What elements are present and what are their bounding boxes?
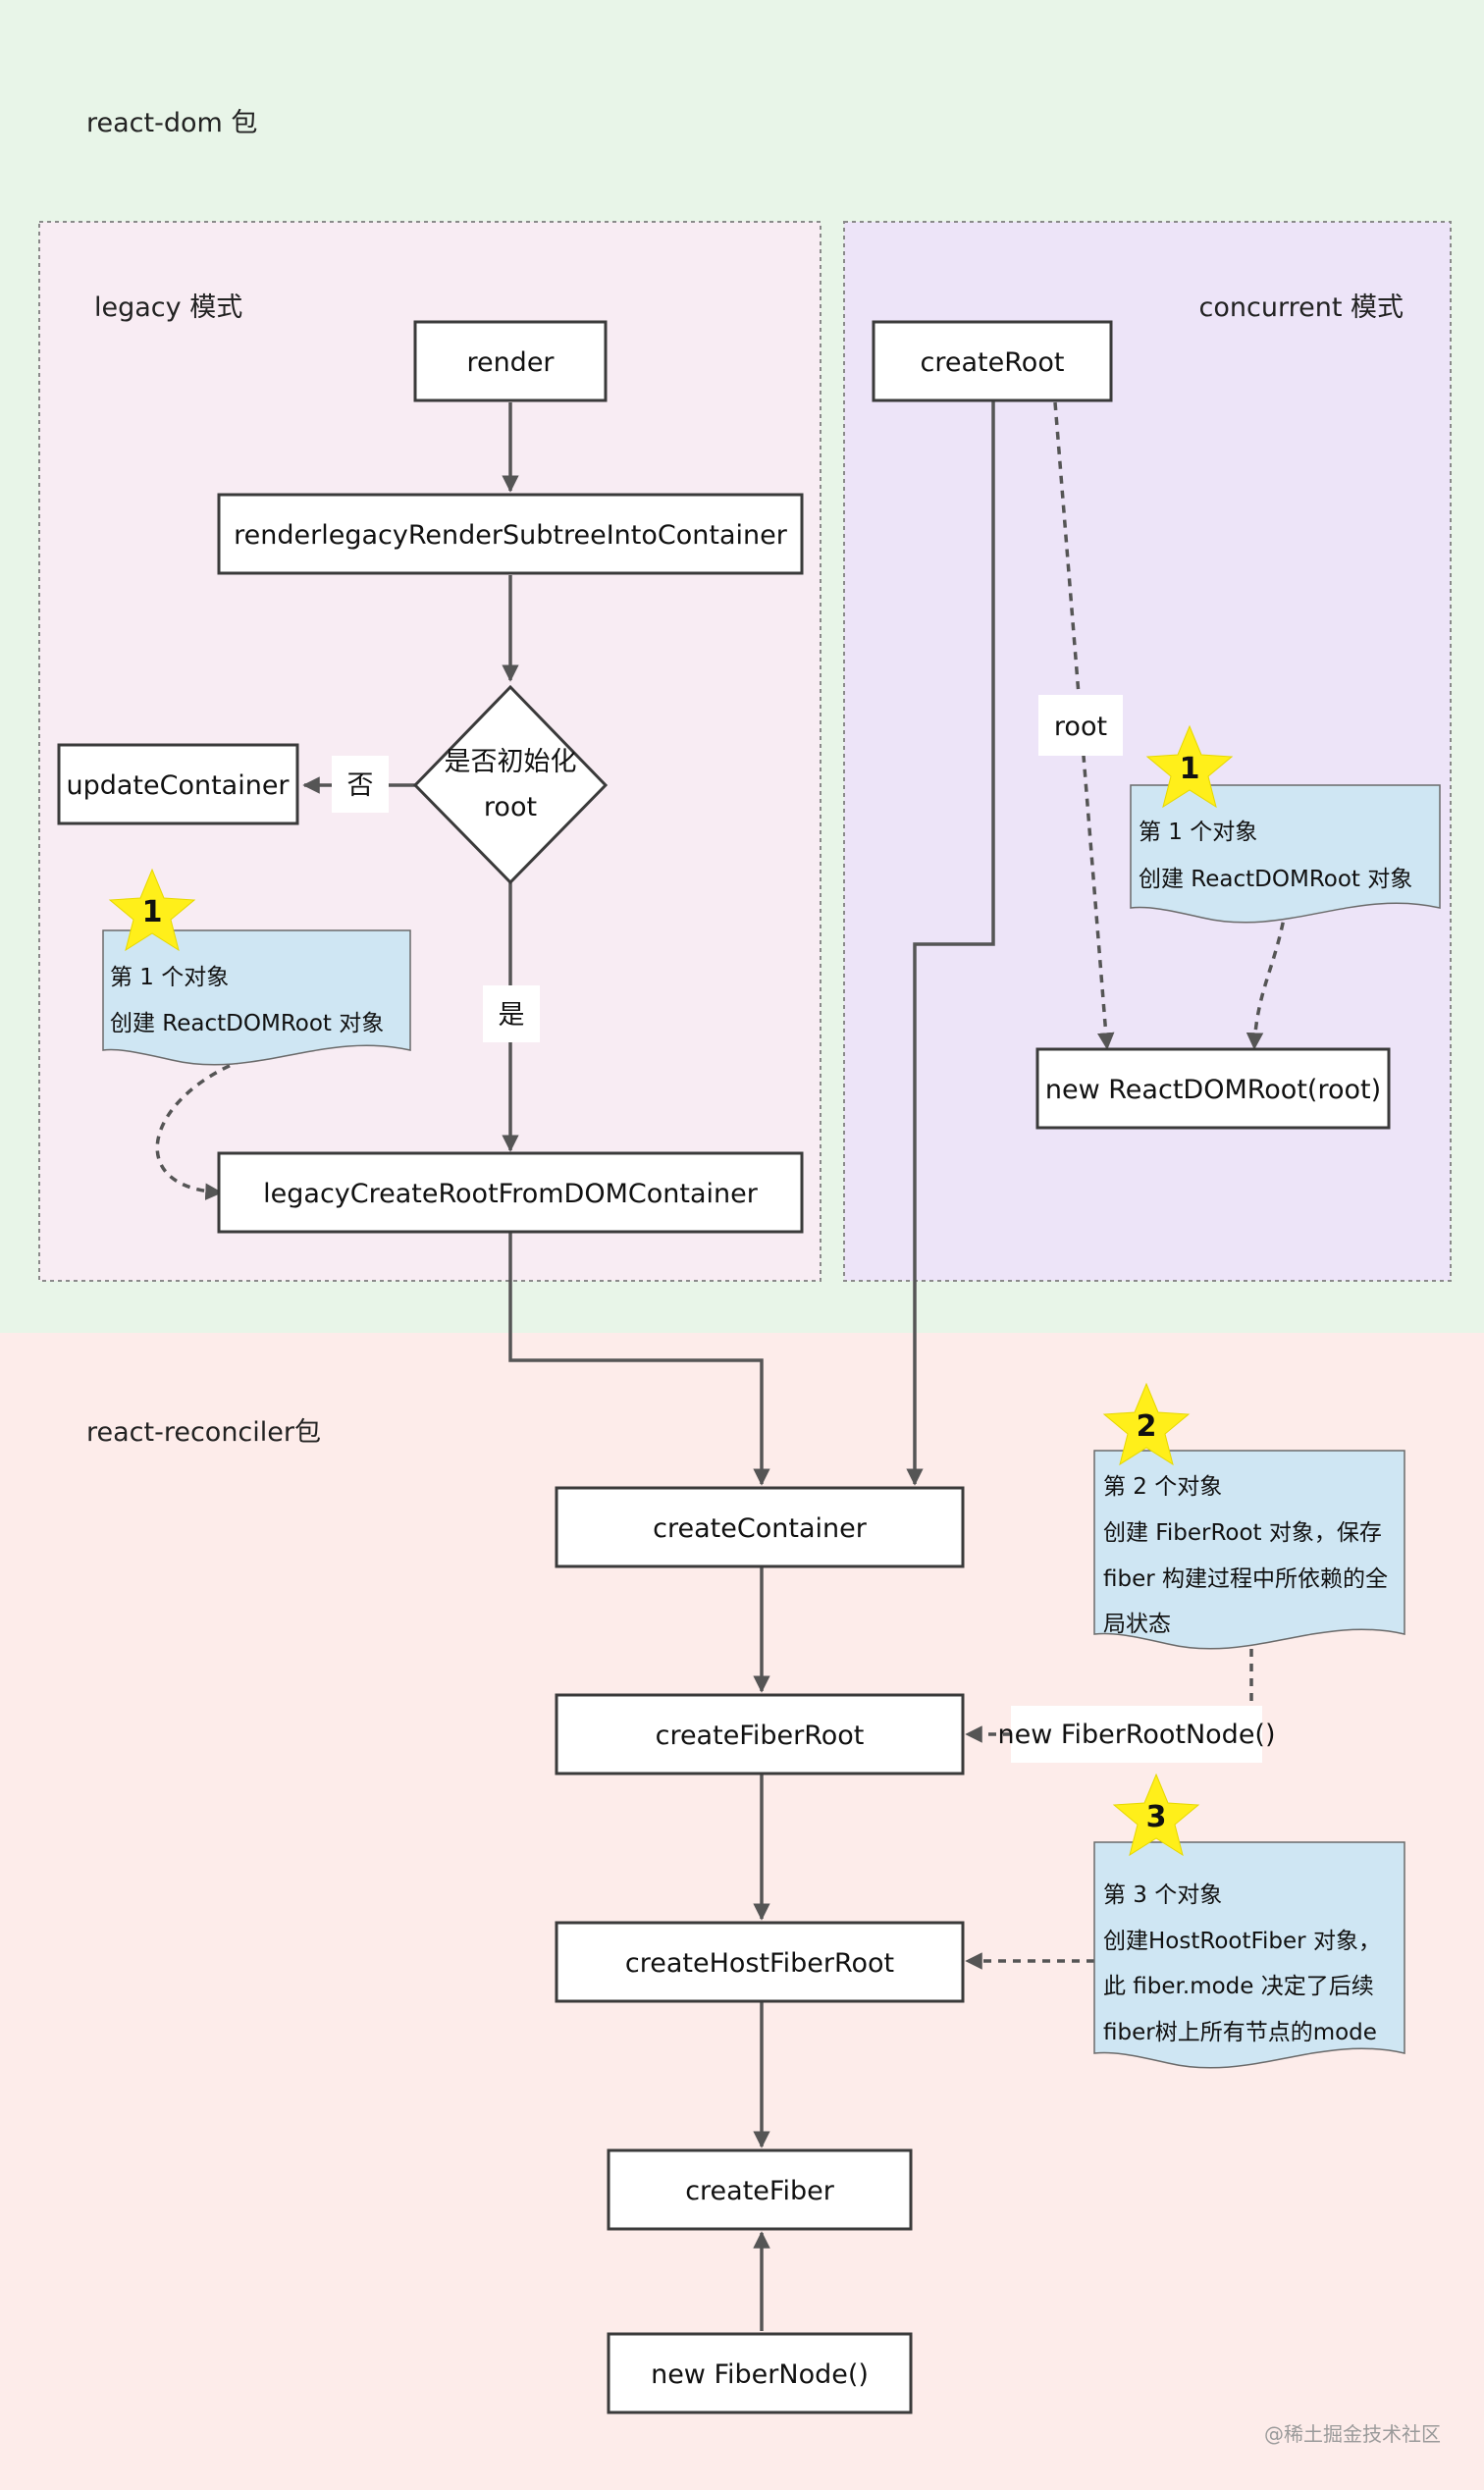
svg-text:创建 ReactDOMRoot 对象: 创建 ReactDOMRoot 对象 — [1139, 867, 1412, 892]
svg-text:renderlegacyRenderSubtreeIntoC: renderlegacyRenderSubtreeIntoContainer — [234, 520, 788, 551]
concurrent-mode-label: concurrent 模式 — [1199, 292, 1404, 323]
svg-text:updateContainer: updateContainer — [66, 770, 290, 801]
legacy-mode-label: legacy 模式 — [94, 292, 242, 323]
edge-label-yes: 是 — [483, 985, 540, 1042]
svg-text:new ReactDOMRoot(root): new ReactDOMRoot(root) — [1045, 1075, 1381, 1105]
svg-text:createContainer: createContainer — [653, 1513, 868, 1544]
watermark: @稀土掘金技术社区 — [1264, 2422, 1441, 2446]
create-fiber-node: createFiber — [607, 2148, 913, 2231]
svg-text:否: 否 — [347, 770, 374, 801]
svg-text:创建 FiberRoot 对象，保存: 创建 FiberRoot 对象，保存 — [1103, 1520, 1382, 1546]
edge-label-no: 否 — [332, 756, 389, 813]
render-legacy-subtree-node: renderlegacyRenderSubtreeIntoContainer — [217, 493, 804, 575]
render-node: render — [413, 320, 608, 402]
svg-text:1: 1 — [142, 895, 163, 929]
edge-legacy-note-to-legacy-create-root — [155, 1053, 258, 1200]
svg-text:fiber树上所有节点的mode: fiber树上所有节点的mode — [1103, 2020, 1377, 2045]
svg-text:第 1 个对象: 第 1 个对象 — [1139, 820, 1257, 845]
is-root-initialized-decision: 是否初始化 root — [412, 684, 609, 885]
edge-concurrent-note-to-new-react-dom-root — [1246, 907, 1288, 1050]
create-fiber-root-node: createFiberRoot — [555, 1693, 965, 1775]
edge-label-root: root — [1038, 695, 1123, 756]
star-1-legacy-icon: 1 — [108, 868, 196, 952]
react-reconciler-section-label: react-reconciler包 — [86, 1417, 321, 1448]
svg-text:fiber 构建过程中所依赖的全: fiber 构建过程中所依赖的全 — [1103, 1566, 1388, 1592]
svg-text:createFiber: createFiber — [685, 2176, 835, 2206]
edge-legacy-create-root-to-create-container — [508, 1232, 770, 1486]
svg-text:局状态: 局状态 — [1103, 1612, 1171, 1637]
star-1-concurrent-icon: 1 — [1145, 724, 1234, 809]
svg-text:createHostFiberRoot: createHostFiberRoot — [625, 1948, 894, 1979]
svg-text:此 fiber.mode 决定了后续: 此 fiber.mode 决定了后续 — [1103, 1974, 1374, 1999]
concurrent-first-object-note: 第 1 个对象 创建 ReactDOMRoot 对象 — [1130, 784, 1441, 924]
svg-text:legacyCreateRootFromDOMContain: legacyCreateRootFromDOMContainer — [263, 1179, 759, 1209]
update-container-node: updateContainer — [57, 743, 299, 825]
svg-text:创建HostRootFiber 对象，: 创建HostRootFiber 对象， — [1103, 1929, 1381, 1954]
svg-text:1: 1 — [1180, 752, 1200, 786]
svg-text:new FiberNode(): new FiberNode() — [651, 2359, 869, 2390]
svg-text:3: 3 — [1146, 1800, 1167, 1834]
svg-text:createRoot: createRoot — [921, 347, 1065, 378]
third-object-note: 第 3 个对象 创建HostRootFiber 对象， 此 fiber.mode… — [1093, 1841, 1405, 2069]
star-2-icon: 2 — [1102, 1382, 1191, 1466]
react-dom-section-label: react-dom 包 — [86, 108, 257, 138]
create-host-fiber-root-node: createHostFiberRoot — [555, 1921, 965, 2003]
svg-text:root: root — [1054, 712, 1107, 742]
svg-text:createFiberRoot: createFiberRoot — [656, 1721, 865, 1751]
create-root-node: createRoot — [872, 320, 1113, 402]
svg-text:是: 是 — [499, 1000, 525, 1031]
star-3-icon: 3 — [1112, 1773, 1200, 1857]
new-fiber-node-node: new FiberNode() — [607, 2332, 913, 2414]
new-fiber-root-node-label: new FiberRootNode() — [997, 1706, 1276, 1763]
new-react-dom-root-node: new ReactDOMRoot(root) — [1035, 1047, 1391, 1130]
svg-text:new FiberRootNode(): new FiberRootNode() — [997, 1720, 1275, 1750]
legacy-first-object-note: 第 1 个对象 创建 ReactDOMRoot 对象 — [102, 929, 411, 1066]
second-object-note: 第 2 个对象 创建 FiberRoot 对象，保存 fiber 构建过程中所依… — [1093, 1450, 1405, 1650]
legacy-create-root-node: legacyCreateRootFromDOMContainer — [217, 1151, 804, 1234]
svg-text:root: root — [484, 792, 537, 822]
svg-text:2: 2 — [1137, 1409, 1157, 1444]
create-container-node: createContainer — [555, 1486, 965, 1568]
svg-text:第 1 个对象: 第 1 个对象 — [110, 965, 229, 990]
edge-create-root-to-create-container — [906, 400, 995, 1486]
svg-text:render: render — [466, 347, 555, 378]
svg-text:第 2 个对象: 第 2 个对象 — [1103, 1474, 1222, 1500]
svg-text:创建 ReactDOMRoot 对象: 创建 ReactDOMRoot 对象 — [110, 1011, 384, 1036]
svg-text:是否初始化: 是否初始化 — [445, 747, 577, 777]
svg-text:第 3 个对象: 第 3 个对象 — [1103, 1882, 1222, 1908]
